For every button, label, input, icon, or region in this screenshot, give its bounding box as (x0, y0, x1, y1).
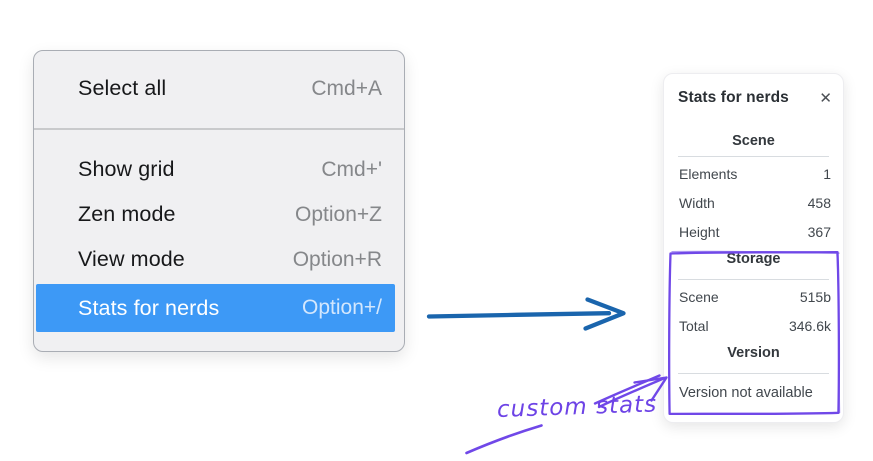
menu-item-show-grid[interactable]: Show grid Cmd+' (34, 147, 404, 192)
stat-row-elements: Elements 1 (664, 159, 843, 188)
menu-item-label: Select all (78, 76, 167, 100)
stat-value: 346.6k (788, 317, 831, 334)
context-menu: Select all Cmd+A Show grid Cmd+' Zen mod… (33, 50, 405, 352)
stat-value: 1 (823, 165, 831, 182)
section-header-scene: Scene (732, 133, 775, 149)
stats-panel-title: Stats for nerds (678, 89, 789, 106)
stat-row-scene-storage: Scene 515b (664, 282, 843, 311)
menu-item-label: Zen mode (78, 202, 176, 226)
menu-item-stats-for-nerds[interactable]: Stats for nerds Option+/ (36, 284, 395, 332)
section-divider (678, 373, 829, 374)
stat-value: 458 (807, 194, 831, 211)
blue-arrow (426, 297, 626, 331)
menu-item-shortcut: Option+R (292, 247, 382, 271)
custom-stats-annotation: custom stats (496, 391, 658, 423)
version-note: Version not available (679, 384, 813, 401)
menu-item-label: Stats for nerds (78, 295, 220, 320)
menu-item-shortcut: Option+Z (295, 202, 382, 226)
menu-item-shortcut: Cmd+' (321, 157, 382, 181)
menu-item-shortcut: Option+/ (302, 296, 382, 319)
stat-label: Width (679, 194, 715, 211)
section-header-version: Version (727, 345, 780, 361)
storage-rows: Scene 515b Total 346.6k (664, 282, 843, 340)
stat-row-height: Height 367 (664, 217, 843, 246)
menu-item-label: View mode (78, 247, 185, 271)
stats-panel: Stats for nerds ✕ Scene Elements 1 Width… (663, 73, 844, 423)
menu-item-select-all[interactable]: Select all Cmd+A (34, 64, 404, 113)
stat-row-total-storage: Total 346.6k (664, 311, 843, 340)
stat-label: Height (679, 223, 720, 240)
stats-panel-header: Stats for nerds ✕ (664, 74, 843, 107)
menu-item-zen-mode[interactable]: Zen mode Option+Z (34, 192, 404, 237)
stat-label: Scene (679, 288, 719, 305)
section-divider (678, 279, 829, 280)
stat-row-width: Width 458 (664, 188, 843, 217)
menu-separator (34, 128, 404, 130)
close-icon[interactable]: ✕ (819, 89, 832, 107)
menu-item-view-mode[interactable]: View mode Option+R (34, 237, 404, 282)
stat-label: Total (679, 317, 709, 334)
menu-item-shortcut: Cmd+A (311, 76, 382, 100)
scene-rows: Elements 1 Width 458 Height 367 (664, 159, 843, 246)
stat-value: 515b (799, 288, 831, 305)
section-divider (678, 156, 829, 157)
stat-value: 367 (807, 223, 831, 240)
menu-item-label: Show grid (78, 157, 175, 181)
section-header-storage: Storage (726, 251, 781, 267)
stat-label: Elements (679, 165, 738, 182)
